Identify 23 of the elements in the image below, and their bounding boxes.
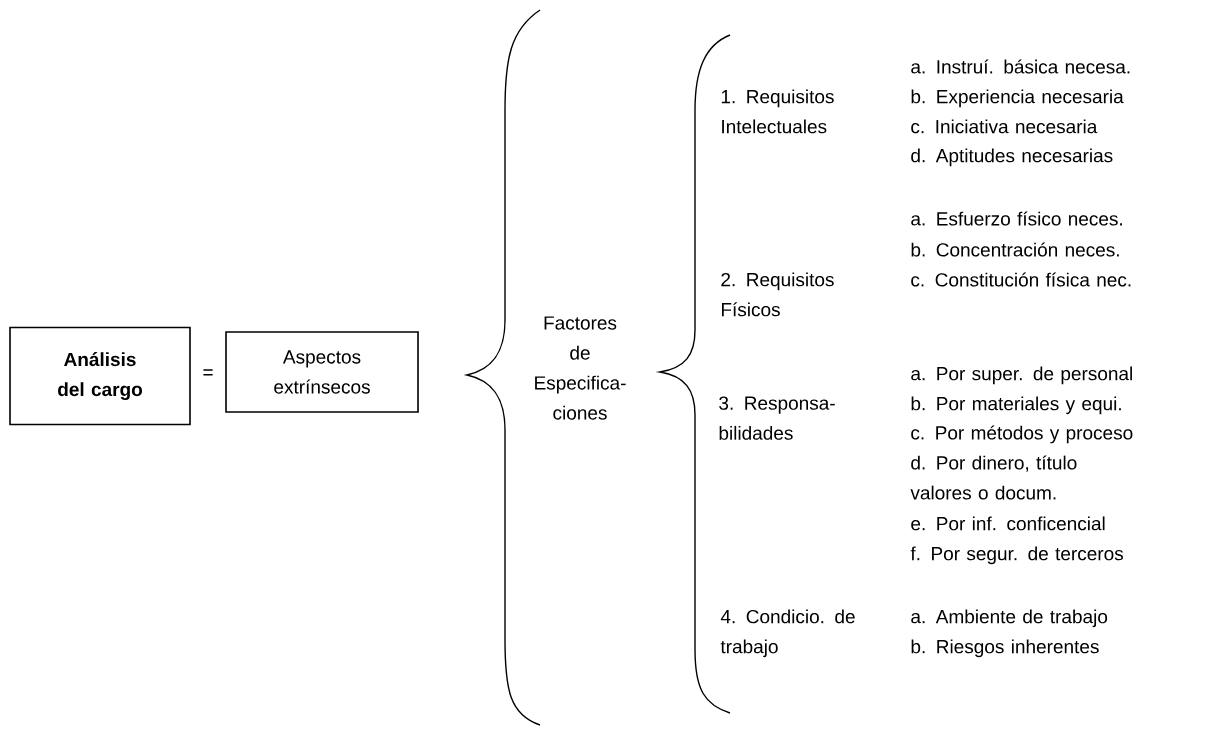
list-item: c. Constitución física nec.: [911, 272, 1131, 287]
category-label: Factores de Especifica- ciones: [535, 316, 626, 420]
list-item: c. Por métodos y proceso: [911, 425, 1133, 444]
list-item: a. Esfuerzo físico neces.: [911, 211, 1122, 226]
list-item: d. Por dinero, título valores o docum.: [910, 455, 1077, 500]
group-label: 4. Condicio. de trabajo: [720, 609, 855, 658]
list-item: b. Concentración neces.: [911, 242, 1119, 257]
list-item: b. Experiencia necesaria: [911, 89, 1124, 108]
list-item: e. Por inf. conficencial: [911, 516, 1105, 531]
equals-sign: =: [203, 369, 213, 376]
list-item: a. Instruí. básica necesa.: [911, 59, 1130, 74]
text-box: Análisis del cargo: [9, 326, 191, 426]
list-item: b. Riesgos inherentes: [911, 639, 1099, 658]
group-label: 1. Requisitos Intelectuales: [721, 89, 834, 134]
list-item: c. Iniciativa necesaria: [911, 119, 1098, 134]
group-label: 3. Responsa- bilidades: [719, 396, 835, 440]
group-label: 2. Requisitos Físicos: [721, 272, 834, 317]
text-box: Aspectos extrínsecos: [225, 331, 419, 413]
list-item: b. Por materiales y equi.: [911, 396, 1121, 415]
list-item: a. Ambiente de trabajo: [911, 609, 1108, 628]
list-item: d. Aptitudes necesarias: [911, 148, 1113, 167]
list-item: a. Por super. de personal: [911, 366, 1132, 385]
list-item: f. Por segur. de terceros: [910, 546, 1123, 565]
